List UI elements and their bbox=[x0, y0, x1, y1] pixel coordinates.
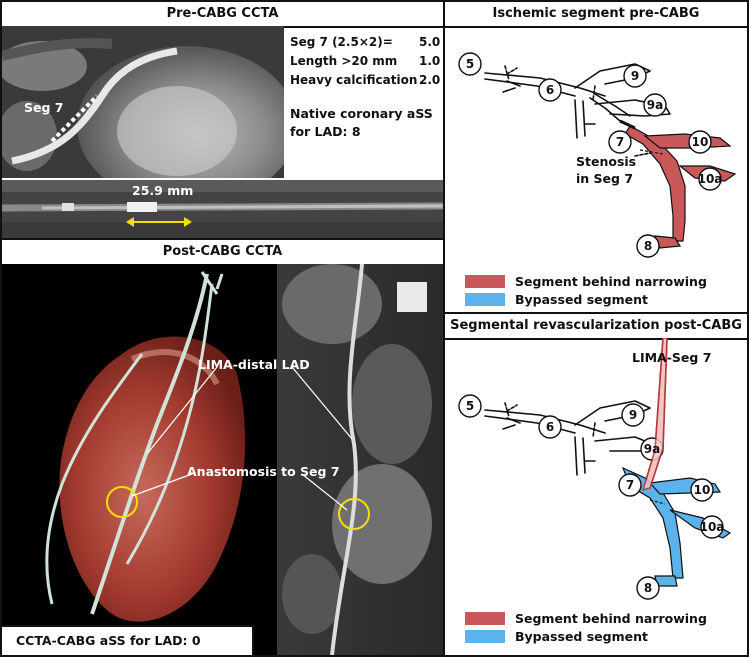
score-total-line1: Native coronary aSS bbox=[290, 106, 433, 121]
score-row-2-value: 1.0 bbox=[419, 54, 441, 68]
aSS-score-box: CCTA-CABG aSS for LAD: 0 bbox=[2, 625, 254, 655]
seg7-label: Seg 7 bbox=[24, 100, 64, 115]
legend-behind-label: Segment behind narrowing bbox=[515, 274, 707, 289]
revasc-node-9: 9 bbox=[629, 408, 637, 422]
score-total-line2: for LAD: 8 bbox=[290, 124, 361, 139]
legend-swatch-behind bbox=[465, 275, 505, 288]
ischemic-node-9a: 9a bbox=[647, 98, 663, 112]
revasc-node-5: 5 bbox=[466, 399, 474, 413]
score-row-3-label: Heavy calcification bbox=[290, 73, 418, 87]
ischemic-node-8: 8 bbox=[644, 239, 652, 253]
anastomosis-label: Anastomosis to Seg 7 bbox=[187, 464, 340, 479]
branch-down bbox=[574, 99, 586, 139]
stenosis-label-2: in Seg 7 bbox=[576, 171, 634, 186]
revasc-title: Segmental revascularization post-CABG bbox=[445, 314, 747, 340]
post-ccta-image bbox=[2, 264, 443, 655]
vessel-main-b bbox=[484, 78, 576, 97]
ischemic-panel: Ischemic segment pre-CABG bbox=[443, 0, 749, 314]
revasc-node-10: 10 bbox=[694, 483, 711, 497]
revasc-panel: Segmental revascularization post-CABG bbox=[443, 312, 749, 657]
length-label: 25.9 mm bbox=[132, 183, 194, 198]
ischemic-node-10a: 10a bbox=[698, 172, 723, 186]
revasc-node-9a: 9a bbox=[644, 442, 660, 456]
aSS-score-label: CCTA-CABG aSS for LAD: 0 bbox=[16, 633, 201, 648]
post-ccta-title: Post-CABG CCTA bbox=[2, 240, 443, 266]
branch-9a bbox=[594, 99, 671, 117]
legend-swatch-bypassed bbox=[465, 293, 505, 306]
lima-distal-lad-label: LIMA-distal LAD bbox=[198, 357, 310, 372]
straightened-vessel-image bbox=[2, 180, 443, 238]
revasc-legend-bypassed-label: Bypassed segment bbox=[515, 629, 648, 644]
legend-bypassed-label: Bypassed segment bbox=[515, 292, 648, 307]
ischemic-node-5: 5 bbox=[466, 57, 474, 71]
revasc-legend-swatch-behind bbox=[465, 612, 505, 625]
revasc-diagram: 5 6 9 9a 7 10 10a 8 bbox=[458, 338, 732, 600]
revasc-node-6: 6 bbox=[546, 420, 554, 434]
ischemic-node-6: 6 bbox=[546, 83, 554, 97]
revasc-node-10a: 10a bbox=[700, 520, 725, 534]
revasc-legend-swatch-bypassed bbox=[465, 630, 505, 643]
revasc-node-8: 8 bbox=[644, 581, 652, 595]
score-row-1-label: Seg 7 (2.5×2)= bbox=[290, 35, 393, 49]
ischemic-title: Ischemic segment pre-CABG bbox=[445, 2, 747, 28]
ischemic-node-7: 7 bbox=[616, 135, 624, 149]
stenosis-label-1: Stenosis bbox=[576, 154, 637, 169]
lima-seg7-label: LIMA-Seg 7 bbox=[632, 350, 712, 365]
ischemic-diagram: 5 6 9 9a 7 10 10a 8 bbox=[458, 52, 737, 258]
revasc-node-7: 7 bbox=[626, 478, 634, 492]
post-ccta-panel: Post-CABG CCTA bbox=[0, 238, 445, 657]
pre-ccta-panel: Pre-CABG CCTA Seg 7 Seg 7 (2.5×2)= 5.0 L… bbox=[0, 0, 445, 240]
score-row-2-label: Length >20 mm bbox=[290, 54, 398, 68]
score-row-3-value: 2.0 bbox=[419, 73, 441, 87]
vessel-main bbox=[484, 72, 606, 97]
score-row-1-value: 5.0 bbox=[419, 35, 441, 49]
pre-ccta-title: Pre-CABG CCTA bbox=[2, 2, 443, 28]
pre-ccta-image bbox=[2, 26, 284, 178]
length-arrow bbox=[126, 217, 192, 227]
ischemic-node-9: 9 bbox=[631, 69, 639, 83]
ischemic-node-10: 10 bbox=[692, 135, 709, 149]
revasc-legend-behind-label: Segment behind narrowing bbox=[515, 611, 707, 626]
